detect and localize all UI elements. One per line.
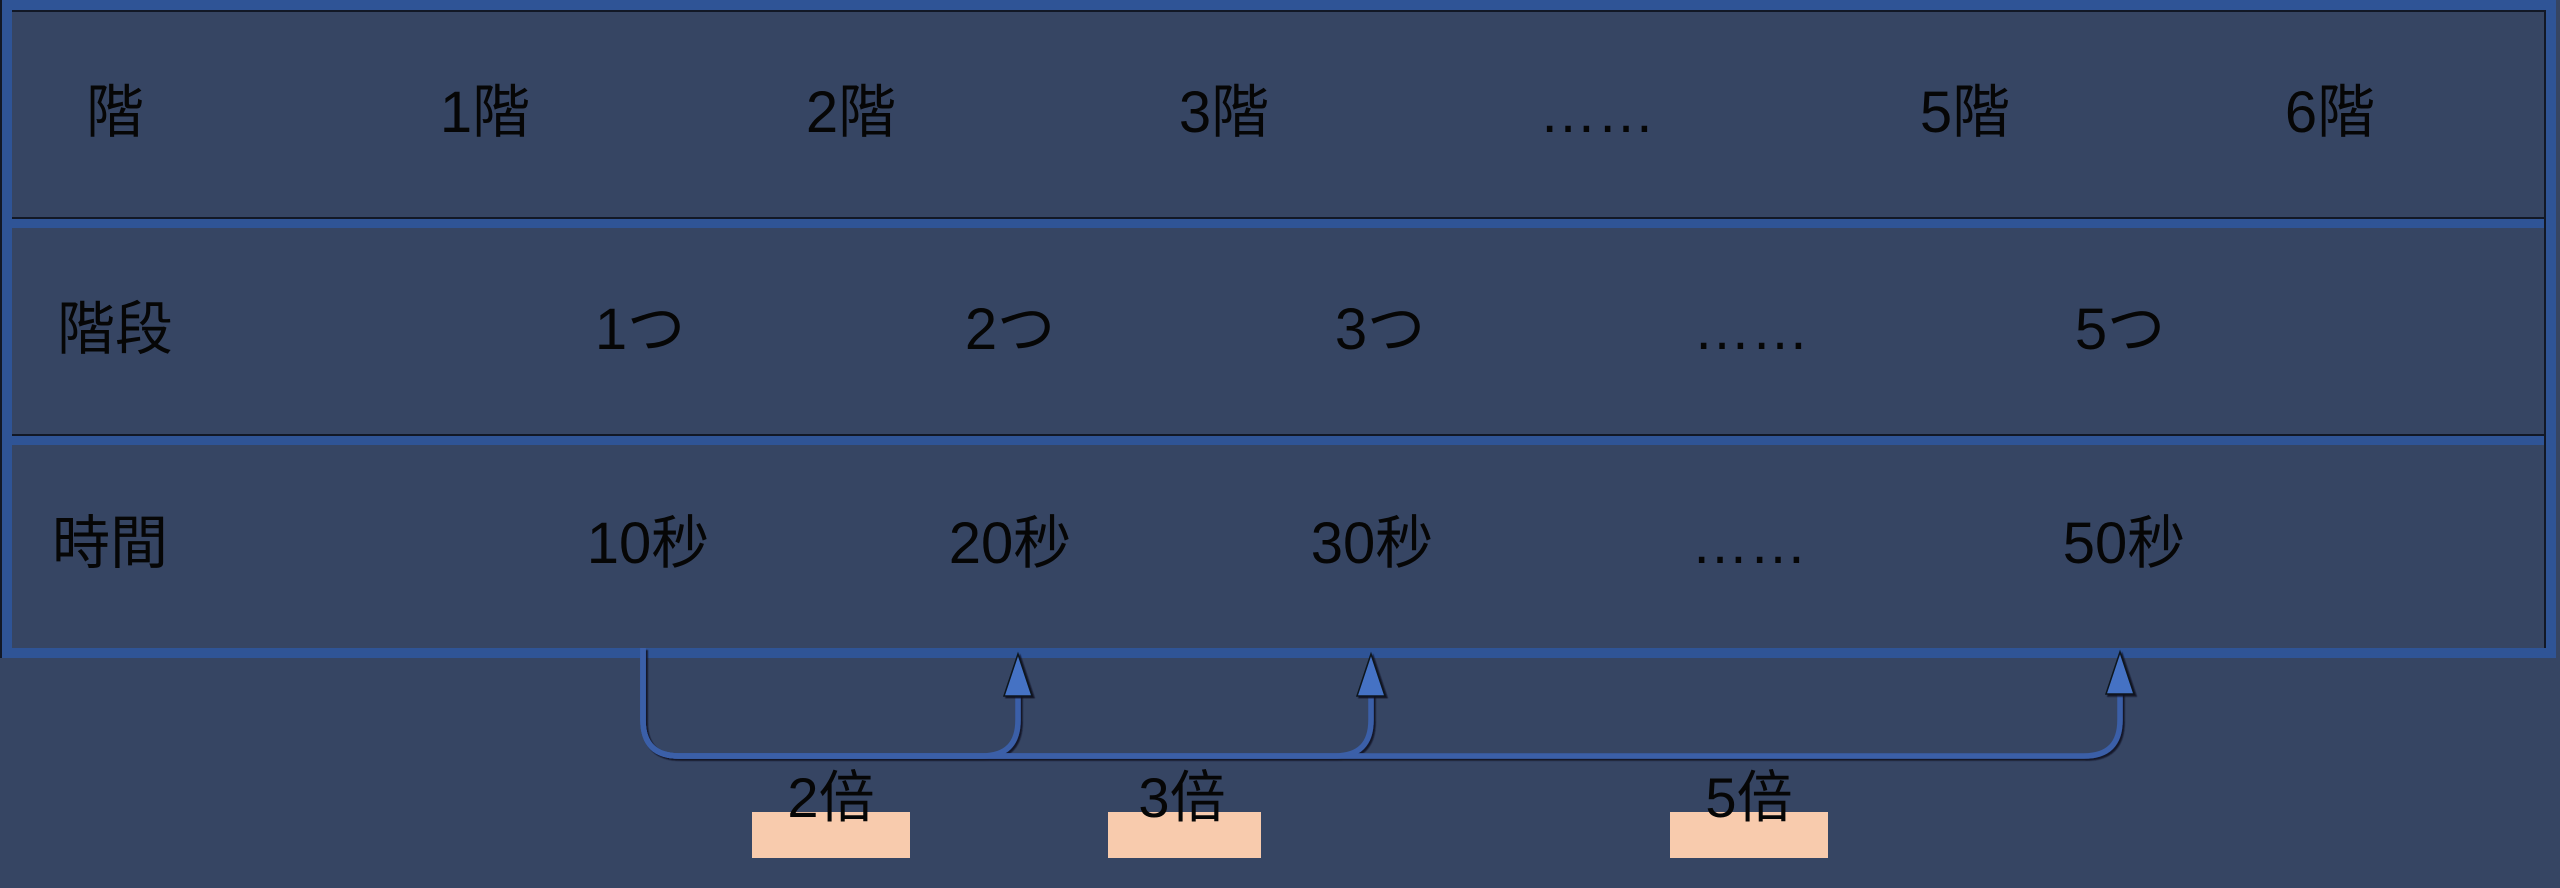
cell-floor-ellipsis: …… bbox=[1539, 80, 1655, 145]
highlight-3x bbox=[1108, 812, 1261, 858]
arrowhead-up-5x-icon bbox=[2104, 649, 2136, 695]
cell-time-50s: 50秒 bbox=[2062, 511, 2186, 576]
cell-stairs-ellipsis: …… bbox=[1693, 297, 1809, 362]
label-3x: 3倍 bbox=[1138, 766, 1226, 829]
row-separator-1 bbox=[12, 217, 2544, 228]
cell-floor-1f: 1階 bbox=[439, 80, 531, 145]
highlight-2x bbox=[752, 812, 910, 858]
cell-stairs-3: 3つ bbox=[1334, 297, 1426, 362]
label-2x: 2倍 bbox=[787, 766, 875, 829]
row-separator-2 bbox=[12, 434, 2544, 445]
label-5x: 5倍 bbox=[1705, 766, 1793, 829]
arrow-path-5x bbox=[640, 648, 2123, 759]
cell-floor-header: 階 bbox=[85, 80, 145, 145]
cell-time-header: 時間 bbox=[51, 511, 169, 576]
arrow-path-3x bbox=[640, 648, 1374, 759]
table-frame bbox=[2, 0, 2556, 658]
cell-floor-5f: 5階 bbox=[1919, 80, 2011, 145]
cell-stairs-5: 5つ bbox=[2074, 297, 2166, 362]
cell-floor-2f: 2階 bbox=[805, 80, 897, 145]
highlight-5x bbox=[1670, 812, 1828, 858]
arrow-path-2x bbox=[640, 648, 1021, 759]
cell-stairs-1: 1つ bbox=[594, 297, 686, 362]
cell-time-30s: 30秒 bbox=[1310, 511, 1434, 576]
cell-floor-3f: 3階 bbox=[1178, 80, 1270, 145]
cell-floor-6f: 6階 bbox=[2284, 80, 2376, 145]
arrowhead-up-2x-icon bbox=[1002, 651, 1034, 697]
cell-stairs-header: 階段 bbox=[56, 297, 174, 362]
cell-time-10s: 10秒 bbox=[586, 511, 710, 576]
cell-stairs-2: 2つ bbox=[964, 297, 1056, 362]
arrowhead-up-3x-icon bbox=[1355, 651, 1387, 697]
cell-time-20s: 20秒 bbox=[948, 511, 1072, 576]
cell-time-ellipsis: …… bbox=[1691, 511, 1807, 576]
